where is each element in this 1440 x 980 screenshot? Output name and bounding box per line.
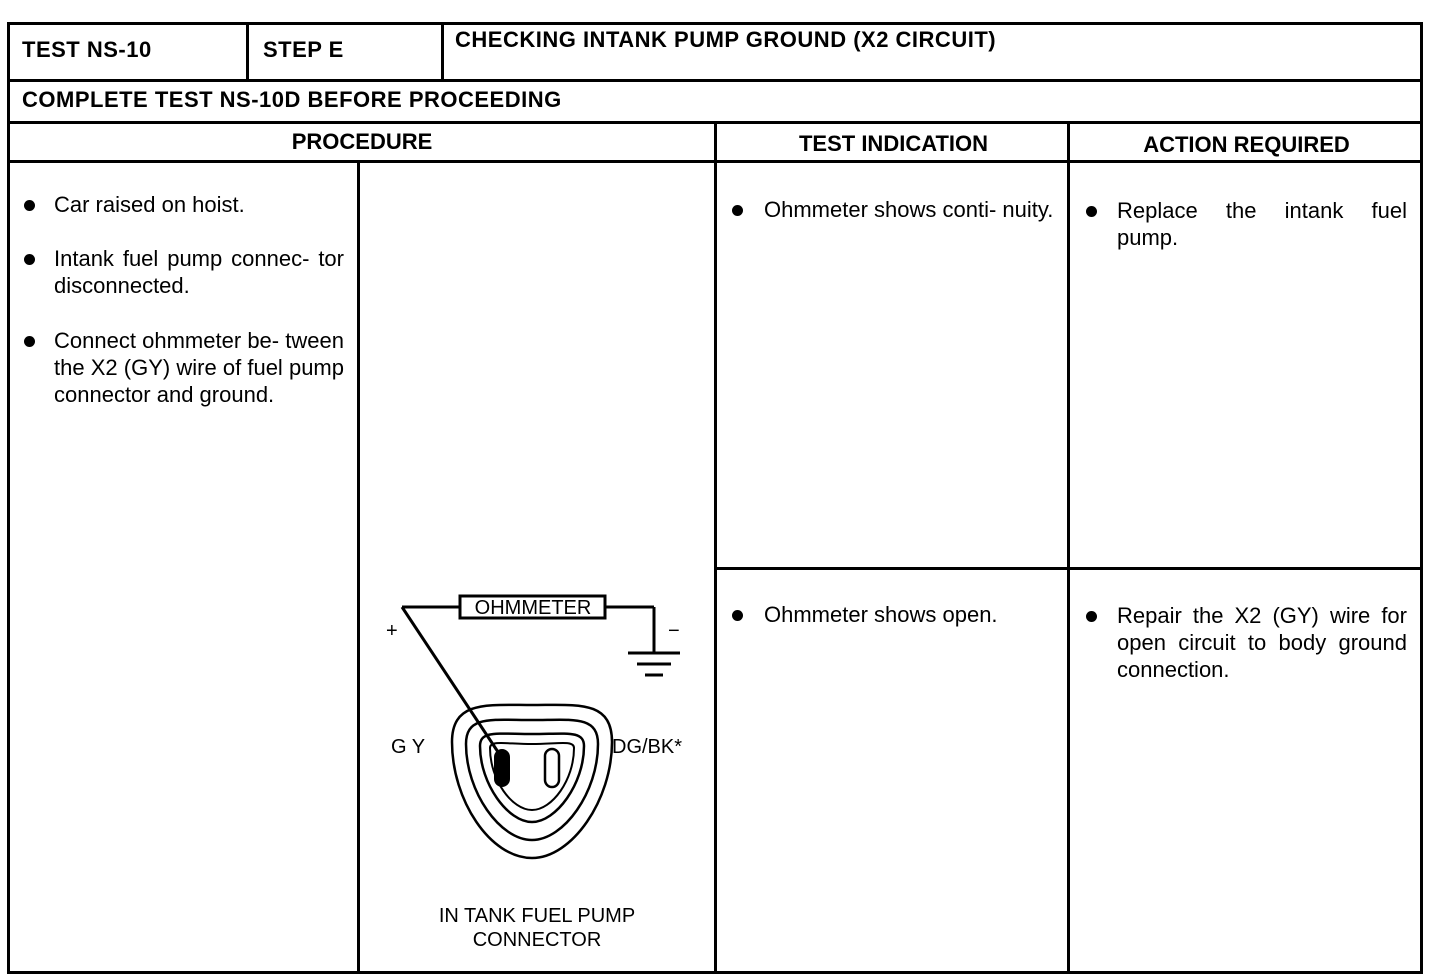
test-id: TEST NS-10 xyxy=(22,37,152,62)
procedure-step-3: Connect ohmmeter be- tween the X2 (GY) w… xyxy=(54,328,344,407)
ohmmeter-label: OHMMETER xyxy=(474,597,592,619)
action-required-header: ACTION REQUIRED xyxy=(1143,132,1350,157)
bullet-icon xyxy=(1086,206,1097,217)
action-replace-pump: Replace the intank fuel pump. xyxy=(1117,198,1407,250)
bullet-icon xyxy=(24,200,35,211)
procedure-step-1: Car raised on hoist. xyxy=(54,192,245,217)
negative-terminal: − xyxy=(668,620,680,642)
result-row-divider xyxy=(714,567,1423,570)
bullet-icon xyxy=(24,336,35,347)
connector-caption-line2: CONNECTOR xyxy=(472,929,602,951)
header-divider xyxy=(7,79,1423,82)
step-label: STEP E xyxy=(263,37,344,62)
bullet-icon xyxy=(24,254,35,265)
prerequisite-note: COMPLETE TEST NS-10D BEFORE PROCEEDING xyxy=(22,87,562,112)
test-indication-header: TEST INDICATION xyxy=(798,131,989,156)
dg-bk-wire-label: DG/BK* xyxy=(612,736,683,758)
indication-continuity: Ohmmeter shows conti- nuity. xyxy=(764,197,1054,222)
divider-procedure-indication xyxy=(714,121,717,974)
test-title: CHECKING INTANK PUMP GROUND (X2 CIRCUIT) xyxy=(455,27,997,52)
bullet-icon xyxy=(732,610,743,621)
indication-open: Ohmmeter shows open. xyxy=(764,602,998,627)
bullet-icon xyxy=(732,205,743,216)
connector-caption-line1: IN TANK FUEL PUMP xyxy=(438,905,636,927)
bullet-icon xyxy=(1086,611,1097,622)
procedure-header: PROCEDURE xyxy=(291,129,433,154)
action-repair-wire: Repair the X2 (GY) wire for open circuit… xyxy=(1117,603,1407,682)
divider-procedure-text xyxy=(357,160,360,974)
procedure-step-2: Intank fuel pump connec- tor disconnecte… xyxy=(54,246,344,298)
divider-indication-action xyxy=(1067,121,1070,974)
gy-wire-label: G Y xyxy=(391,736,426,758)
positive-terminal: + xyxy=(386,620,398,642)
ohmmeter-connector-diagram xyxy=(400,594,680,860)
